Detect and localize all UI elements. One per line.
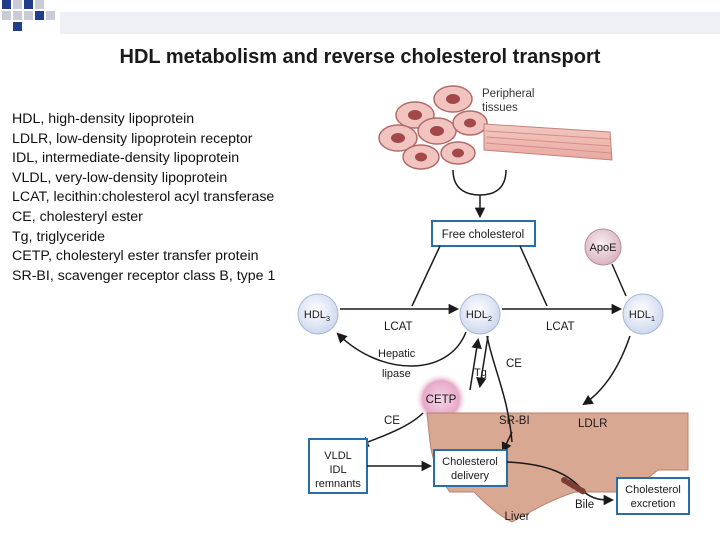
abbreviation-item: Tg, triglyceride [12,228,106,245]
liver-label: Liver [505,511,530,523]
cholesterol-delivery-box [433,449,508,487]
abbreviation-item: CE, cholesteryl ester [12,208,143,225]
lcat-left-label: LCAT [384,321,413,333]
ldlr-label: LDLR [578,418,607,430]
hdl3-label: HDL3 [304,309,330,323]
hdl1-label: HDL1 [629,309,655,323]
srbi-arrow [501,431,513,453]
srbi-arrow [486,335,513,443]
peripheral-cells-image [378,85,488,170]
cholesterol-delivery-label: Cholesterol [442,456,498,468]
apoe-to-hdl1-arrow [611,263,627,297]
hdl2-label: HDL2 [466,309,492,323]
peripheral-label: tissues [482,102,518,114]
abbreviation-item: HDL, high-density lipoprotein [12,111,195,127]
peripheral-label: Peripheral [482,88,534,100]
tissue-to-cholesterol-arrow [452,169,507,196]
hdl2-particle [459,293,501,335]
free-cholesterol-box [431,220,536,247]
ce-label: CE [506,358,522,370]
cholesterol-to-lcat-right-arrow [519,245,548,307]
srbi-label: SR-BI [499,415,530,427]
abbreviation-item: IDL, intermediate-density lipoprotein [12,150,240,167]
ce-label: CE [384,415,400,427]
hdl3-particle [297,293,339,335]
vldl-label: IDL [329,464,346,476]
abbreviation-list: HDL, high-density lipoprotein LDLR, low-… [12,110,275,286]
ce-exchange-arrow [476,335,489,389]
hdl1-particle [622,293,664,335]
hepatic-lipase-arrow [336,331,467,367]
cholesterol-to-lcat-left-arrow [411,245,441,307]
ldlr-arrow [582,335,631,406]
abbreviation-item: SR-BI, scavenger receptor class B, type … [12,267,276,284]
abbreviation-item: CETP, cholesteryl ester transfer protein [12,248,259,265]
bile-duct [561,477,587,495]
apoe-particle [584,228,622,266]
cholesterol-delivery-label: delivery [451,470,489,482]
vldl-box [308,438,368,494]
cholesterol-excretion-label: excretion [631,498,676,510]
hepatic-lipase-label: Hepatic [378,348,416,360]
bile-label: Bile [575,499,594,511]
abbreviation-item: VLDL, very-low-density lipoprotein [12,169,228,186]
vldl-label: VLDL [324,450,352,462]
hepatic-lipase-label: lipase [382,368,411,380]
cholesterol-excretion-box [616,477,690,515]
corner-decoration [0,0,720,34]
muscle-tissue-image [483,123,613,161]
abbreviation-item: LCAT, lecithin:cholesterol acyl transfer… [12,189,275,206]
cetp-glow [415,373,467,425]
tg-label: Tg [474,367,487,379]
page-title: HDL metabolism and reverse cholesterol t… [119,46,601,68]
cetp-label: CETP [426,394,457,406]
abbreviation-item: LDLR, low-density lipoprotein receptor [12,130,253,147]
cholesterol-excretion-label: Cholesterol [625,484,681,496]
apoe-label: ApoE [590,242,617,254]
free-cholesterol-label: Free cholesterol [442,229,524,241]
tg-arrow [469,337,482,391]
lcat-right-label: LCAT [546,321,575,333]
vldl-label: remnants [315,478,361,490]
